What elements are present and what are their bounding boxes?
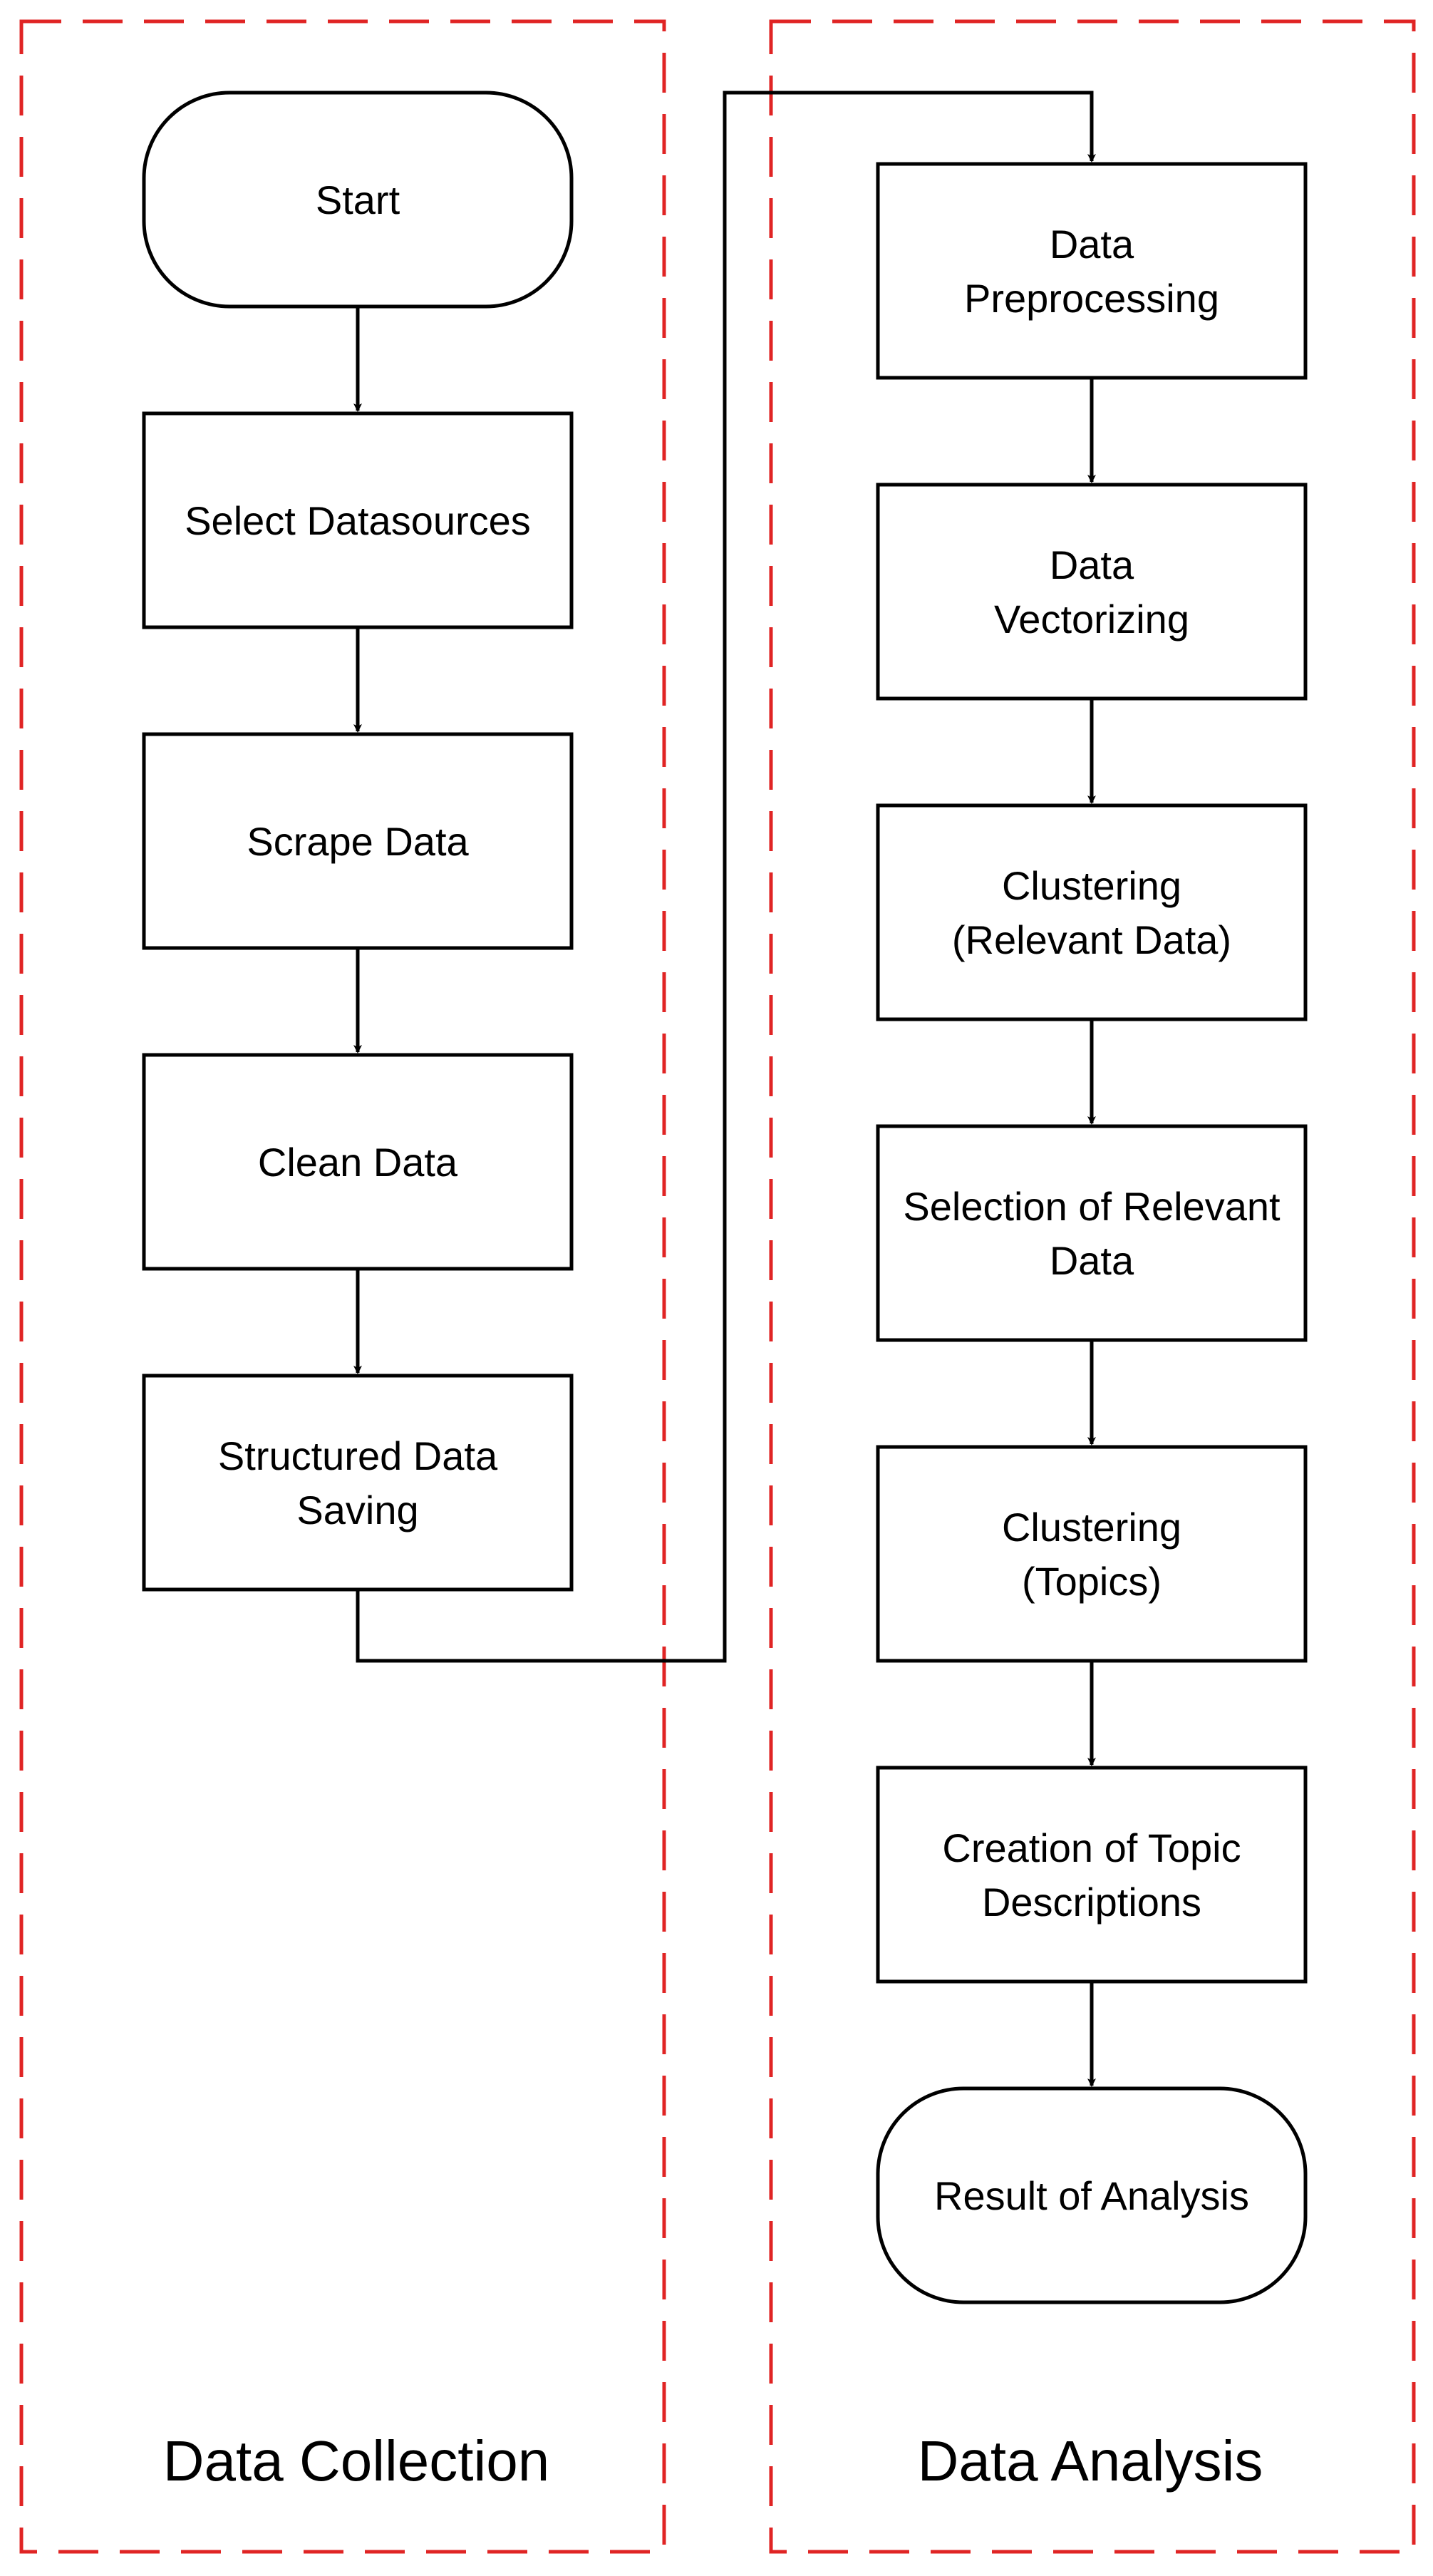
terminal-shape — [876, 2086, 1308, 2304]
edge-structured-saving-to-preprocessing — [356, 91, 1096, 1663]
process-box — [876, 1124, 1308, 1342]
node-label-line: Start — [316, 177, 400, 222]
node-label-line: Result of Analysis — [934, 2173, 1249, 2218]
node-clean-data: Clean Data — [142, 1053, 574, 1271]
node-clustering-topics: Clustering (Topics) — [876, 1445, 1308, 1663]
node-scrape-data: Scrape Data — [142, 732, 574, 950]
node-label-line: (Relevant Data) — [952, 917, 1231, 962]
node-label-line: Data — [1050, 542, 1134, 587]
node-label-line: Scrape Data — [247, 819, 469, 864]
node-label-line: Data — [1050, 1238, 1134, 1283]
node-select-datasources: Select Datasources — [142, 411, 574, 629]
lane-title-data-analysis: Data Analysis — [918, 2429, 1263, 2493]
process-box — [142, 732, 574, 950]
node-label-line: Clean Data — [258, 1140, 458, 1185]
node-label-line: Clustering — [1002, 1505, 1181, 1550]
process-box — [876, 803, 1308, 1021]
node-label-line: Clustering — [1002, 863, 1181, 908]
process-box — [876, 1766, 1308, 1984]
process-box — [876, 1445, 1308, 1663]
process-box — [142, 411, 574, 629]
lane-border-data-collection — [19, 19, 666, 2554]
node-result: Result of Analysis — [876, 2086, 1308, 2304]
node-start: Start — [142, 91, 574, 309]
process-box — [142, 1053, 574, 1271]
terminal-shape — [142, 91, 574, 309]
node-label-line: Descriptions — [982, 1880, 1201, 1925]
edges-layer — [353, 91, 1096, 2087]
node-label-line: Vectorizing — [994, 597, 1189, 642]
node-label-line: Saving — [296, 1488, 418, 1532]
lane-border-data-analysis — [769, 19, 1416, 2554]
node-label-line: Creation of Topic — [942, 1825, 1241, 1870]
node-label-line: Preprocessing — [964, 276, 1219, 321]
process-box — [876, 162, 1308, 380]
node-label-line: Structured Data — [218, 1433, 498, 1478]
node-clustering-relevant: Clustering (Relevant Data) — [876, 803, 1308, 1021]
node-label-line: Selection of Relevant — [903, 1184, 1281, 1229]
process-box — [876, 483, 1308, 701]
lane-title-data-collection: Data Collection — [163, 2429, 550, 2493]
node-label-line: Data — [1050, 222, 1134, 267]
process-box — [142, 1374, 574, 1592]
node-label-line: (Topics) — [1022, 1559, 1162, 1604]
node-label-line: Select Datasources — [185, 498, 531, 543]
